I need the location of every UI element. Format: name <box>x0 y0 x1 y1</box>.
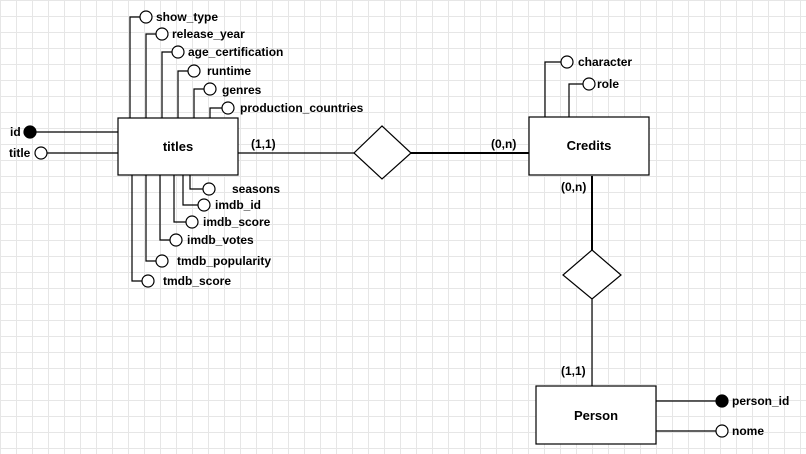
attribute-role-label: role <box>597 77 619 91</box>
attribute-age-certification-circle <box>171 45 185 59</box>
connector-seasons <box>189 175 203 190</box>
connector-character <box>544 61 561 117</box>
attribute-imdb-votes-circle <box>169 233 183 247</box>
connector-role <box>568 83 583 117</box>
attribute-seasons-label: seasons <box>232 182 280 196</box>
attribute-character-circle <box>560 55 574 69</box>
key-attribute-person-id-circle <box>715 394 729 408</box>
attribute-id-label: id <box>10 125 21 139</box>
attribute-genres-label: genres <box>222 83 262 97</box>
attribute-release-year-circle <box>155 27 169 41</box>
attribute-runtime-circle <box>187 64 201 78</box>
connector-show-type <box>129 16 140 118</box>
attribute-imdb-score-label: imdb_score <box>203 215 271 229</box>
entity-person <box>535 385 657 445</box>
attribute-runtime-label: runtime <box>207 64 251 78</box>
attribute-show-type-circle <box>139 10 153 24</box>
attribute-tmdb-score-label: tmdb_score <box>163 274 231 288</box>
attribute-role-circle <box>582 77 596 91</box>
connector-runtime <box>177 70 188 118</box>
entity-person-label: Person <box>574 408 618 423</box>
connector-imdb-id <box>182 175 198 206</box>
connector-production-countries <box>209 107 222 118</box>
cardinality-credits-left: (0,n) <box>491 137 516 151</box>
connector-imdb-votes <box>159 175 170 241</box>
connector-age-certification <box>161 51 172 118</box>
connector-genres <box>193 88 204 118</box>
attribute-imdb-id-circle <box>197 198 211 212</box>
attribute-imdb-id-label: imdb_id <box>215 198 261 212</box>
attribute-production-countries-circle <box>221 101 235 115</box>
attribute-release-year-label: release_year <box>172 27 245 41</box>
attribute-show-type-label: show_type <box>156 10 218 24</box>
attribute-genres-circle <box>203 82 217 96</box>
key-attribute-id-circle <box>23 125 37 139</box>
cardinality-titles: (1,1) <box>251 137 276 151</box>
attribute-seasons-circle <box>202 182 216 196</box>
connector-release-year <box>145 33 156 118</box>
attribute-age-certification-label: age_certification <box>188 45 283 59</box>
cardinality-person: (1,1) <box>561 364 586 378</box>
attribute-nome-label: nome <box>732 424 764 438</box>
connector-imdb-score <box>173 175 186 223</box>
entity-credits <box>528 116 650 176</box>
attribute-tmdb-popularity-label: tmdb_popularity <box>177 254 271 268</box>
cardinality-credits-bottom: (0,n) <box>561 180 586 194</box>
entity-titles <box>117 117 239 176</box>
connector-tmdb-popularity <box>145 175 156 262</box>
entity-credits-label: Credits <box>567 138 612 153</box>
relationship-credits-person <box>562 249 622 300</box>
connector-tmdb-score <box>131 175 142 282</box>
attribute-imdb-score-circle <box>185 215 199 229</box>
attribute-imdb-votes-label: imdb_votes <box>187 233 254 247</box>
entity-titles-label: titles <box>163 139 193 154</box>
attribute-tmdb-popularity-circle <box>155 254 169 268</box>
attribute-nome-circle <box>715 424 729 438</box>
attribute-production-countries-label: production_countries <box>240 101 364 115</box>
attribute-tmdb-score-circle <box>141 274 155 288</box>
attribute-person-id-label: person_id <box>732 394 789 408</box>
attribute-character-label: character <box>578 55 632 69</box>
attribute-title-circle <box>34 146 48 160</box>
attribute-title-label: title <box>9 146 31 160</box>
relationship-titles-credits <box>353 125 412 180</box>
